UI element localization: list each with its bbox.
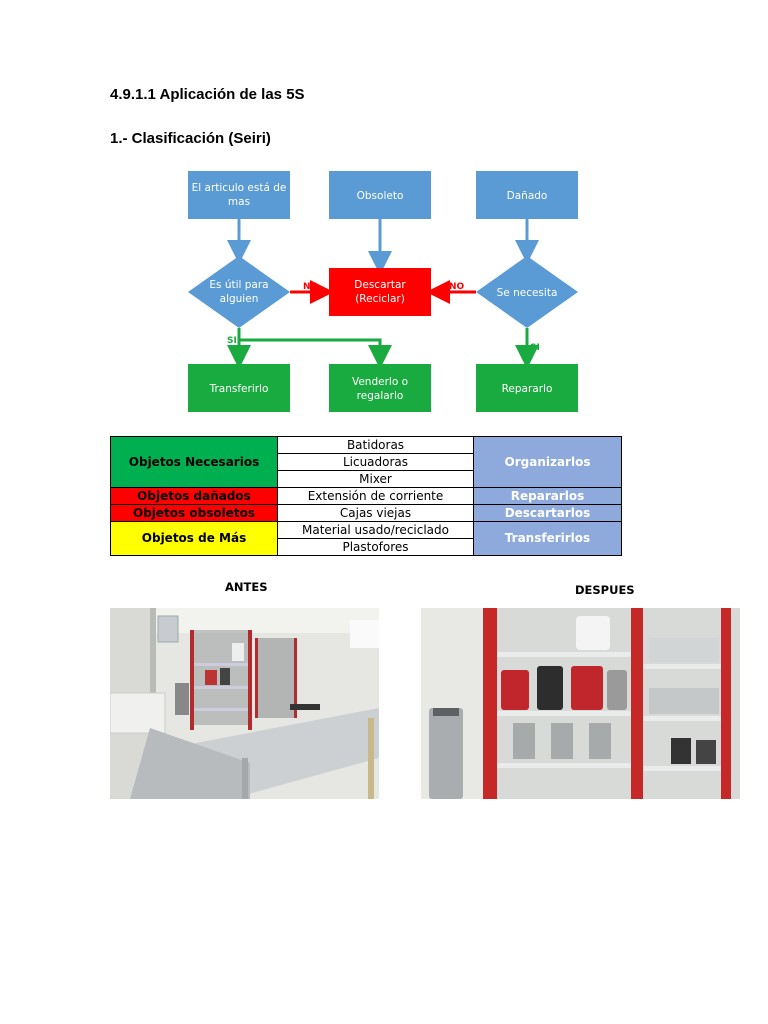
item-licuadoras: Licuadoras xyxy=(277,453,474,471)
photo-before xyxy=(110,608,379,799)
box-obsoleto-label: Obsoleto xyxy=(357,190,404,202)
action-transferirlos: Transferirlos xyxy=(473,521,622,556)
label-si-right: SI xyxy=(530,343,540,353)
box-transferirlo-label: Transferirlo xyxy=(209,383,269,395)
box-danado-label: Dañado xyxy=(507,190,548,202)
box-repararlo xyxy=(476,364,578,412)
category-mas: Objetos de Más xyxy=(110,521,278,556)
classification-flowchart: El articulo está de mas Obsoleto Dañado … xyxy=(188,171,578,412)
box-articulo-label-1: El articulo está de xyxy=(192,182,287,194)
classification-table: Objetos Necesarios Batidoras Organizarlo… xyxy=(110,436,622,556)
subsection-title: 1.- Clasificación (Seiri) xyxy=(110,130,271,147)
photo-after xyxy=(421,608,740,799)
item-mixer: Mixer xyxy=(277,470,474,488)
box-obsoleto xyxy=(329,171,431,219)
item-material: Material usado/reciclado xyxy=(277,521,474,539)
diamond-util-label-2: alguien xyxy=(220,293,259,305)
box-venderlo-label-2: regalarlo xyxy=(357,390,404,402)
caption-antes: ANTES xyxy=(225,580,268,594)
box-transferirlo xyxy=(188,364,290,412)
table-row: Objetos Necesarios Batidoras Organizarlo… xyxy=(110,436,622,488)
table-row: Objetos obsoletos Cajas viejas Descartar… xyxy=(110,504,622,522)
table-row: Objetos de Más Material usado/reciclado … xyxy=(110,521,622,556)
diamond-util-label-1: Es útil para xyxy=(209,279,268,291)
caption-despues: DESPUES xyxy=(575,583,635,597)
label-si-left: SI xyxy=(227,336,237,346)
box-descartar xyxy=(329,268,431,316)
item-extension: Extensión de corriente xyxy=(277,487,474,505)
action-organizarlos: Organizarlos xyxy=(473,436,622,488)
box-articulo-label-2: mas xyxy=(228,196,250,208)
box-venderlo-label-1: Venderlo o xyxy=(352,376,408,388)
box-descartar-label-1: Descartar xyxy=(354,279,406,291)
diamond-necesita xyxy=(476,256,578,328)
box-articulo xyxy=(188,171,290,219)
box-venderlo xyxy=(329,364,431,412)
section-title: 4.9.1.1 Aplicación de las 5S xyxy=(110,86,305,103)
diamond-necesita-label: Se necesita xyxy=(497,287,558,299)
arrow-si-branch xyxy=(239,338,392,369)
box-descartar-label-2: (Reciclar) xyxy=(355,293,405,305)
table-row: Objetos dañados Extensión de corriente R… xyxy=(110,487,622,505)
box-repararlo-label: Repararlo xyxy=(502,383,553,395)
category-necesarios: Objetos Necesarios xyxy=(110,436,278,488)
item-plastofores: Plastofores xyxy=(277,538,474,556)
action-descartarlos: Descartarlos xyxy=(473,504,622,522)
item-cajas: Cajas viejas xyxy=(277,504,474,522)
category-obsoletos: Objetos obsoletos xyxy=(110,504,278,522)
label-no-right: NO xyxy=(449,282,465,292)
box-danado xyxy=(476,171,578,219)
item-batidoras: Batidoras xyxy=(277,436,474,454)
label-no-left: NO xyxy=(303,282,319,292)
action-repararlos: Repararlos xyxy=(473,487,622,505)
diamond-util xyxy=(188,256,290,328)
category-danados: Objetos dañados xyxy=(110,487,278,505)
table-row: Plastofores xyxy=(111,538,622,556)
